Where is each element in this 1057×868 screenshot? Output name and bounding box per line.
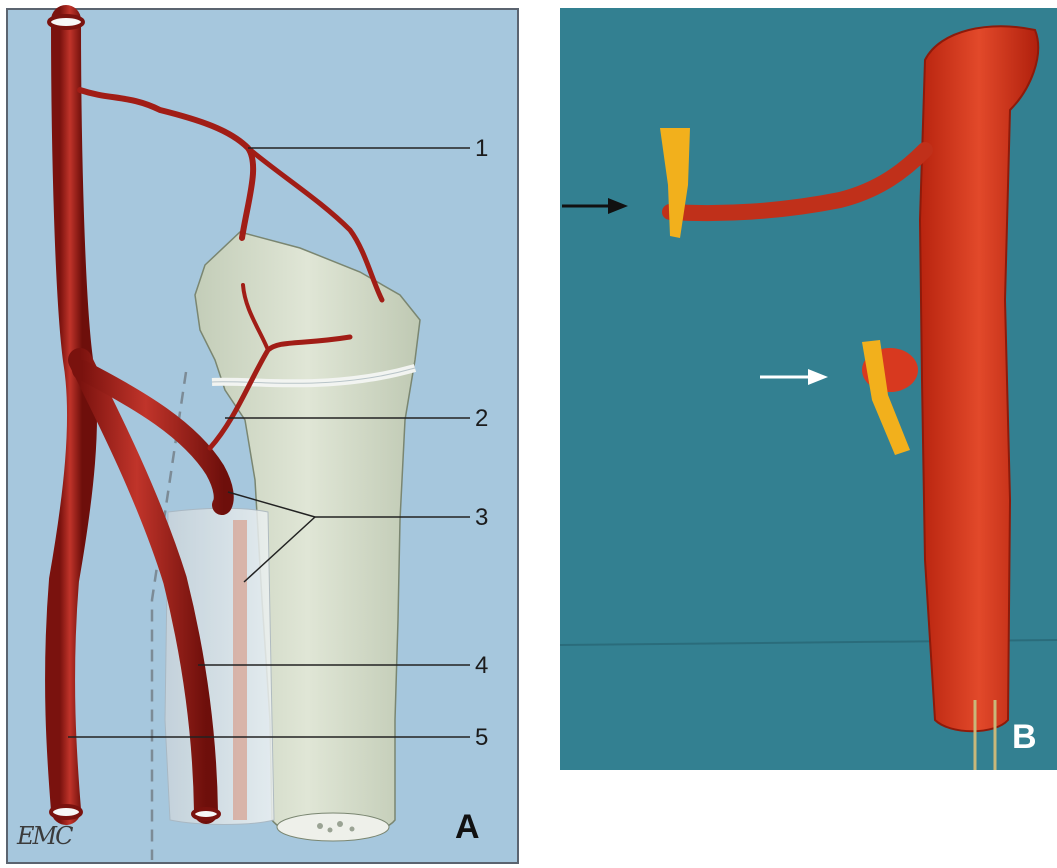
callout-4: 4: [475, 652, 488, 680]
panel-label-a: A: [455, 808, 480, 847]
emc-logo: EMC: [17, 822, 71, 850]
callout-5: 5: [475, 724, 488, 752]
callout-2: 2: [475, 405, 488, 433]
callout-1: 1: [475, 135, 488, 163]
artery-opening-top: [49, 16, 83, 28]
panel-b-photo: [560, 8, 1057, 770]
artery-opening-bottom: [51, 806, 81, 818]
callout-3: 3: [475, 504, 488, 532]
artery-opening-branch: [193, 809, 219, 819]
panel-label-b: B: [1012, 718, 1037, 757]
